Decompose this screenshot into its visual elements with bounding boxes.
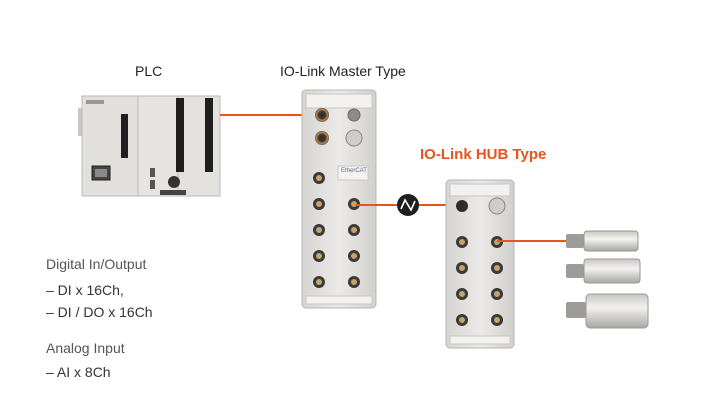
digital-io-item: – DI x 16Ch,	[46, 282, 124, 298]
hub-title: IO-Link HUB Type	[420, 146, 547, 163]
sensor-3	[566, 293, 649, 329]
plc-title: PLC	[135, 63, 163, 79]
sensor-2	[566, 258, 641, 284]
digital-io-item: – DI / DO x 16Ch	[46, 304, 153, 320]
master-title: IO-Link Master Type	[280, 63, 406, 79]
master-brand-label: EtherCAT	[341, 168, 367, 174]
analog-input-item: – AI x 8Ch	[46, 364, 111, 380]
master-device	[301, 89, 377, 309]
sensor-1	[566, 230, 639, 252]
hub-device	[445, 179, 515, 349]
analog-input-heading: Analog Input	[46, 340, 125, 356]
io-link-signal-icon	[397, 194, 419, 216]
plc-device	[78, 95, 221, 197]
digital-io-heading: Digital In/Output	[46, 256, 147, 272]
